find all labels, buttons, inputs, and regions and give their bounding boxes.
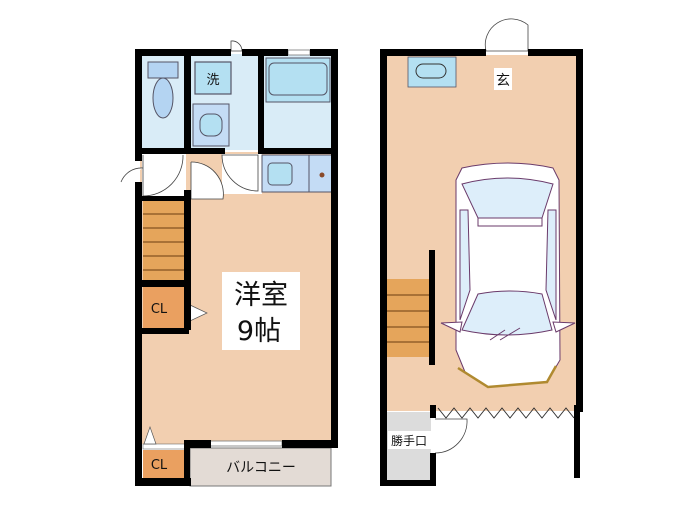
stove-icon	[319, 172, 325, 178]
closet-lower	[143, 450, 186, 478]
room-label-name: 洋室	[234, 280, 288, 311]
walls-left	[135, 49, 338, 486]
washer-label: 洗	[206, 73, 219, 88]
entrance-label: 玄	[496, 72, 510, 89]
accordion-garage-door	[437, 407, 575, 419]
entrance-sink-bowl	[415, 63, 447, 79]
walls-right	[380, 49, 583, 486]
bath-window	[287, 49, 311, 56]
closet-upper-label: CL	[151, 302, 168, 317]
car-icon	[440, 162, 576, 389]
left-unit: 洗 CL CL バルコニー	[120, 40, 338, 487]
toilet-door-swing	[142, 154, 184, 197]
room-label-size: 9帖	[237, 316, 281, 347]
side-door-swing	[434, 418, 468, 454]
closet-lower-label: CL	[151, 458, 168, 473]
stairs-right	[386, 279, 430, 357]
stairs-left	[143, 200, 186, 280]
side-entry-label-box	[388, 431, 432, 449]
washbasin-bowl-icon	[199, 113, 223, 137]
closet-upper	[143, 287, 186, 329]
front-door-swing	[120, 167, 144, 183]
closet-lower-door	[142, 443, 187, 450]
sink-icon	[267, 162, 293, 186]
top-door-swing	[230, 40, 243, 52]
entrance-label-box	[494, 68, 512, 90]
room-label-box	[222, 272, 300, 350]
toilet-tank-icon	[147, 61, 179, 79]
side-entry-label: 勝手口	[391, 433, 427, 448]
bathtub-inner-icon	[268, 62, 328, 96]
balcony-label: バルコニー	[226, 460, 296, 476]
entrance-door-swing	[484, 18, 529, 52]
washroom-door-swing	[221, 154, 259, 192]
right-unit: 玄 勝手口	[380, 18, 583, 486]
balcony-window	[209, 440, 283, 447]
washer-icon	[194, 61, 232, 95]
closet-lower-door-marker	[143, 425, 157, 445]
toilet-bowl-icon	[152, 77, 174, 119]
room-door-swing	[190, 161, 224, 200]
